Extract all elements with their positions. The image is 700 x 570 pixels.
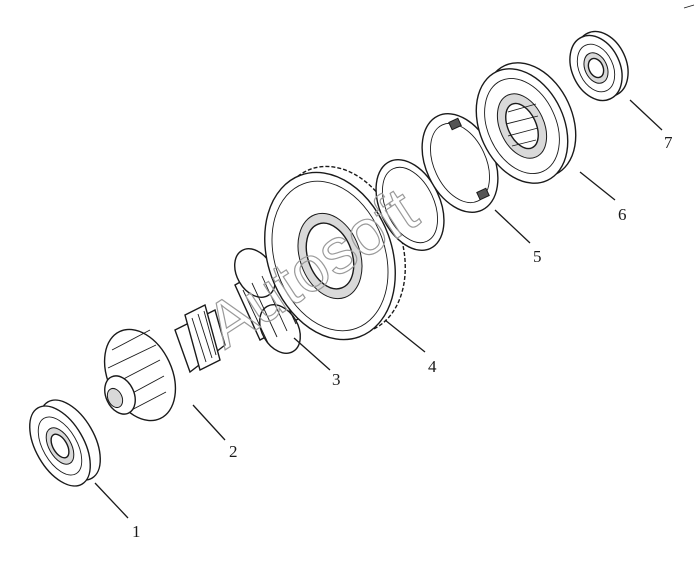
callout-2: 2 <box>229 442 238 461</box>
leader-line-7 <box>629 99 663 131</box>
leader-lines <box>94 99 663 519</box>
part-3-needle-bearing <box>234 248 301 354</box>
part-2-pinion-shaft <box>103 303 226 422</box>
callout-3: 3 <box>332 370 341 389</box>
part-7-bearing <box>569 30 629 102</box>
callout-6: 6 <box>618 205 627 224</box>
leader-line-2 <box>192 404 226 441</box>
corner-mark-icon <box>683 4 695 9</box>
part-5-synchronizer-ring <box>375 113 499 252</box>
part-1-bearing <box>29 399 101 487</box>
leader-line-1 <box>94 482 129 519</box>
part-6-synchronizer-hub <box>475 62 577 184</box>
callout-4: 4 <box>428 357 437 376</box>
leader-line-3 <box>293 337 331 371</box>
callout-1: 1 <box>132 522 141 541</box>
callout-7: 7 <box>664 133 673 152</box>
leader-line-4 <box>384 319 426 353</box>
callout-5: 5 <box>533 247 542 266</box>
leader-line-5 <box>494 209 531 244</box>
part-4-helical-gear <box>264 165 406 341</box>
leader-line-6 <box>579 171 616 201</box>
callout-labels: 1 2 3 4 5 6 7 <box>132 133 673 541</box>
